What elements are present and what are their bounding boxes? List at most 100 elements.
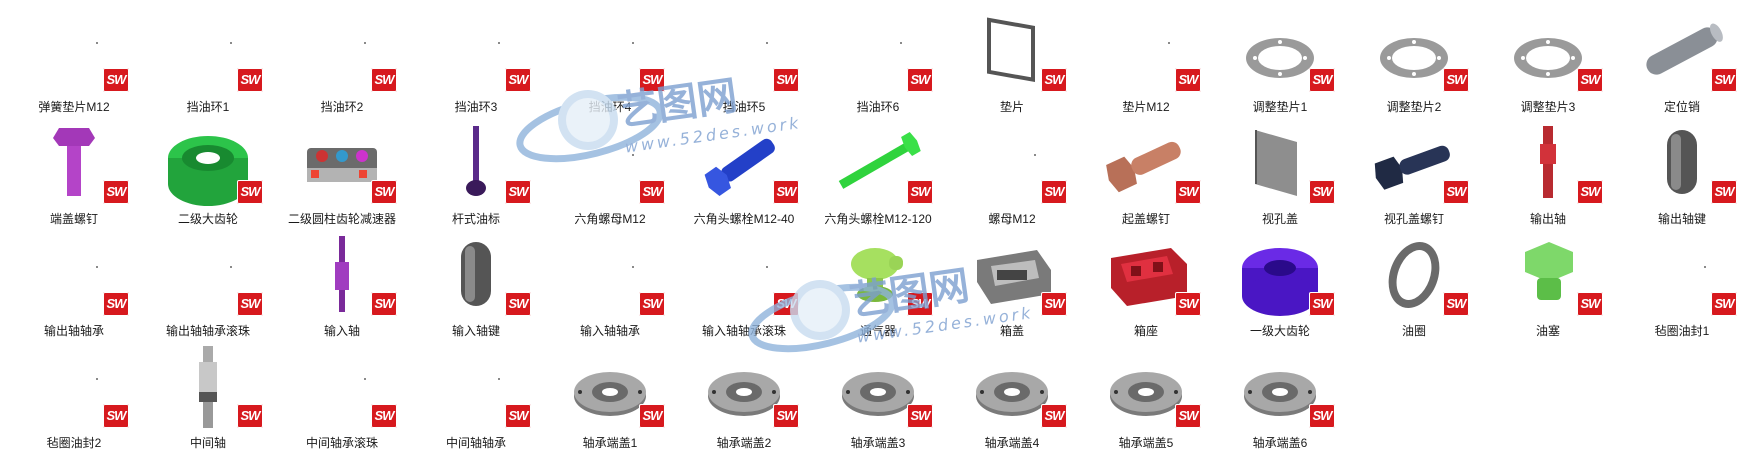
file-label: 通气器 [859, 324, 896, 338]
purple-shaft-icon [297, 230, 387, 320]
blue-gear-icon [1235, 230, 1325, 320]
ring-washer-icon [1503, 6, 1593, 96]
file-label: 调整垫片1 [1252, 100, 1308, 114]
solidworks-badge-icon: SW [1309, 68, 1335, 92]
file-label: 中间轴 [189, 436, 226, 450]
blank-icon [565, 6, 655, 96]
file-item[interactable]: SW 端盖螺钉 [7, 118, 141, 230]
blank-icon [29, 6, 119, 96]
blue-bolt-icon [699, 118, 789, 208]
solidworks-badge-icon: SW [1175, 292, 1201, 316]
file-label: 输出轴轴承 [43, 324, 104, 338]
green-gear-icon [163, 118, 253, 208]
solidworks-badge-icon: SW [103, 292, 129, 316]
blank-icon [29, 342, 119, 432]
green-bolt-icon [833, 118, 923, 208]
blank-icon [1637, 230, 1727, 320]
file-label: 箱座 [1133, 324, 1158, 338]
file-label: 箱盖 [999, 324, 1024, 338]
cover-plate-icon [1235, 118, 1325, 208]
blank-icon [431, 342, 521, 432]
bearing-cap-icon [1235, 342, 1325, 432]
blank-icon [699, 6, 789, 96]
red-shaft-icon [1503, 118, 1593, 208]
solidworks-badge-icon: SW [639, 292, 665, 316]
file-label: 螺母M12 [988, 212, 1036, 226]
file-label: 起盖螺钉 [1121, 212, 1170, 226]
blank-icon [163, 6, 253, 96]
solidworks-badge-icon: SW [237, 180, 263, 204]
solidworks-badge-icon: SW [773, 180, 799, 204]
file-label: 轴承端盖5 [1118, 436, 1174, 450]
file-item[interactable]: SW 输出轴轴承 [7, 230, 141, 342]
blank-icon [1101, 6, 1191, 96]
solidworks-badge-icon: SW [639, 404, 665, 428]
solidworks-badge-icon: SW [103, 180, 129, 204]
file-label: 油圈 [1401, 324, 1426, 338]
solidworks-badge-icon: SW [505, 68, 531, 92]
solidworks-badge-icon: SW [1711, 180, 1737, 204]
bearing-cap-icon [1101, 342, 1191, 432]
file-label: 轴承端盖6 [1252, 436, 1308, 450]
file-label: 中间轴承滚珠 [305, 436, 378, 450]
housing-cover-icon [967, 230, 1057, 320]
file-label: 端盖螺钉 [49, 212, 98, 226]
solidworks-badge-icon: SW [1309, 404, 1335, 428]
file-label: 定位销 [1663, 100, 1700, 114]
solidworks-badge-icon: SW [639, 180, 665, 204]
solidworks-badge-icon: SW [1309, 292, 1335, 316]
solidworks-badge-icon: SW [907, 404, 933, 428]
key-icon [431, 230, 521, 320]
dipstick-icon [431, 118, 521, 208]
file-item[interactable]: SW 箱座 [1079, 230, 1213, 342]
solidworks-badge-icon: SW [1443, 68, 1469, 92]
gasket-frame-icon [967, 6, 1057, 96]
